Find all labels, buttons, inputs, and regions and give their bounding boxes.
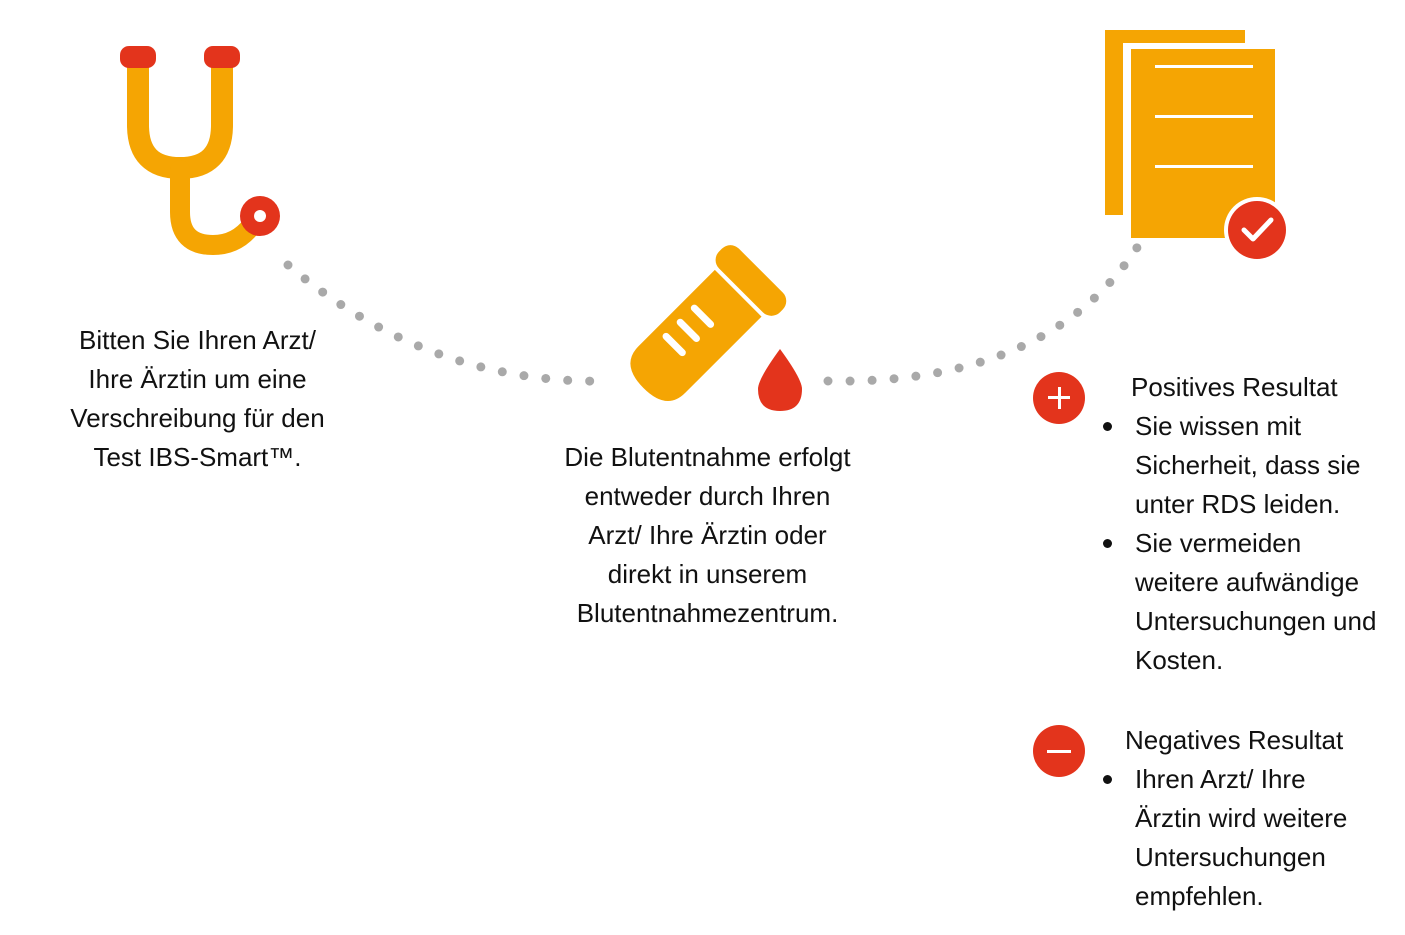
text-line: Kosten. (1135, 645, 1224, 675)
text-line: entweder durch Ihren (584, 481, 831, 511)
list-item: Sie wissen mit Sicherheit, dass sie unte… (1103, 407, 1403, 524)
text-line: Ihre Ärztin um eine (88, 364, 307, 394)
text-line: Bitten Sie Ihren Arzt/ (78, 325, 316, 355)
text-line: direkt in unserem (607, 559, 808, 589)
minus-icon (1033, 725, 1085, 777)
step-prescription-text: Bitten Sie Ihren Arzt/ Ihre Ärztin um ei… (40, 321, 355, 477)
text-line: unter RDS leiden. (1135, 489, 1341, 519)
positive-result-title: Positives Resultat (1131, 372, 1338, 402)
text-line: Arzt/ Ihre Ärztin oder (588, 520, 827, 550)
documents-check-icon (1105, 30, 1290, 263)
step-blood-draw-text: Die Blutentnahme erfolgt entweder durch … (530, 438, 885, 633)
plus-icon (1033, 372, 1085, 424)
text-line: Test IBS-Smart™. (93, 442, 302, 472)
list-item: Ihren Arzt/ Ihre Ärztin wird weitere Unt… (1103, 760, 1403, 916)
text-line: Untersuchungen und (1135, 606, 1377, 636)
text-line: Sie wissen mit (1135, 411, 1302, 441)
text-line: Die Blutentnahme erfolgt (564, 442, 851, 472)
text-line: Sie vermeiden (1135, 528, 1302, 558)
text-line: Verschreibung für den (70, 403, 325, 433)
text-line: Ärztin wird weitere (1135, 803, 1348, 833)
negative-result-title: Negatives Resultat (1125, 725, 1344, 755)
text-line: Ihren Arzt/ Ihre (1135, 764, 1306, 794)
text-line: Blutentnahmezentrum. (576, 598, 839, 628)
text-line: Sicherheit, dass sie (1135, 450, 1361, 480)
negative-result-list: Ihren Arzt/ Ihre Ärztin wird weitere Unt… (1103, 760, 1403, 916)
blood-drop-icon (758, 349, 802, 411)
stethoscope-icon (120, 46, 280, 256)
text-line: weitere aufwändige (1135, 567, 1360, 597)
text-line: Untersuchungen (1135, 842, 1326, 872)
test-tube-icon (630, 245, 787, 401)
positive-result-list: Sie wissen mit Sicherheit, dass sie unte… (1103, 407, 1403, 680)
text-line: empfehlen. (1135, 881, 1264, 911)
list-item: Sie vermeiden weitere aufwändige Untersu… (1103, 524, 1403, 680)
